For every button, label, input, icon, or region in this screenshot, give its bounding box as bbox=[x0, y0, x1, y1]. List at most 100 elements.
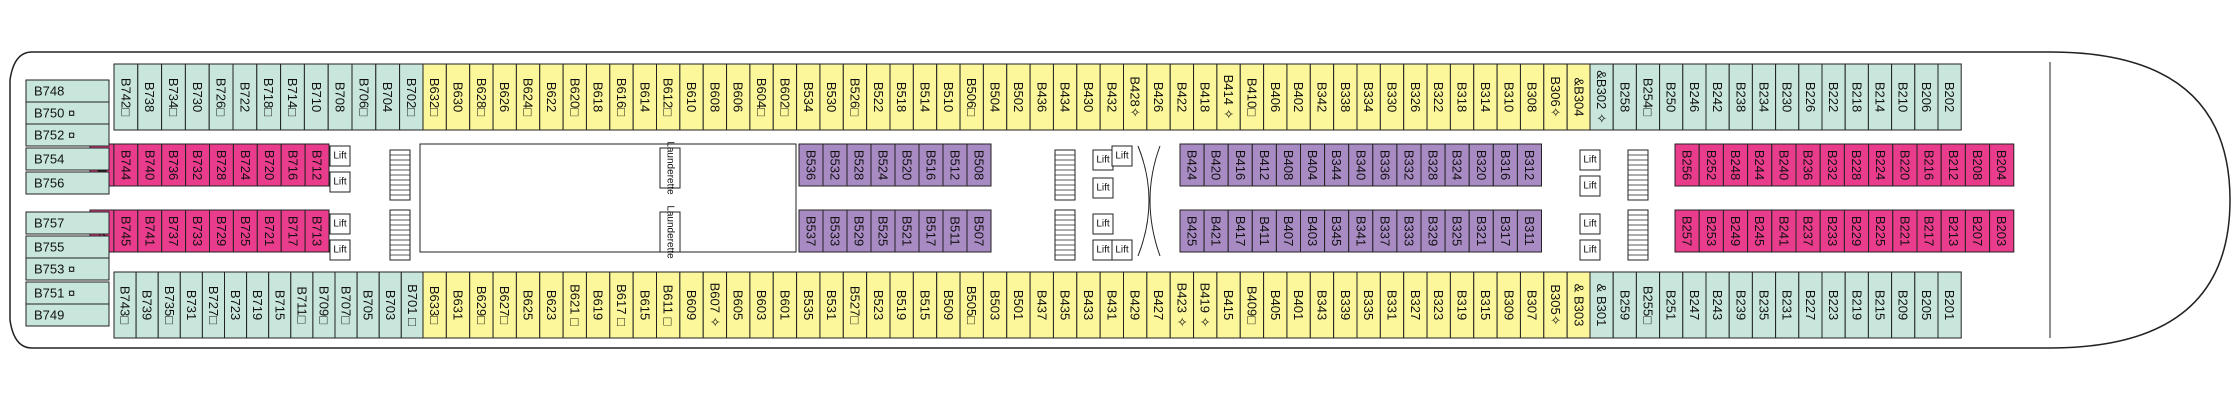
cabin-inner_bot_pink_b bbox=[1722, 209, 1749, 253]
cabin-label: B326 bbox=[1408, 82, 1423, 112]
cabin-label: B622 bbox=[544, 82, 559, 112]
cabin-label: B514 bbox=[918, 82, 933, 112]
cabin-label: B633□ bbox=[427, 286, 442, 324]
cabin-label: B319 bbox=[1455, 290, 1470, 320]
cabin-label: B203 bbox=[1994, 216, 2009, 246]
cabin-label: B435 bbox=[1058, 290, 1073, 320]
cabin-label: B721 bbox=[262, 216, 277, 246]
cabin-label: &B304 bbox=[1571, 77, 1586, 116]
cabin-label: B330 bbox=[1385, 82, 1400, 112]
atrium-curve bbox=[1137, 145, 1150, 257]
cabin-label: B506□ bbox=[964, 78, 979, 116]
cabin-label: B628□ bbox=[474, 78, 489, 116]
cabin-label: B343 bbox=[1314, 290, 1329, 320]
cabin-label: B310 bbox=[1501, 82, 1516, 112]
cabin-inner_top_purple_a bbox=[966, 143, 992, 187]
cabin-inner_top_purple_a bbox=[870, 143, 896, 187]
cabin-inner_top_pink_b bbox=[1771, 143, 1797, 187]
lift-label: Lift bbox=[333, 219, 347, 230]
cabin-inner_bot_pink_b bbox=[1868, 209, 1894, 253]
cabin-label: B411 bbox=[1257, 216, 1272, 245]
cabin-label: B245 bbox=[1752, 216, 1767, 246]
lift bbox=[1092, 177, 1114, 199]
cabin-label: B523 bbox=[871, 290, 886, 320]
cabin-label: B240 bbox=[1776, 150, 1791, 180]
cabin-label: B716 bbox=[286, 150, 301, 180]
cabin-label: B527□ bbox=[847, 286, 862, 324]
cabin-label: B604□ bbox=[754, 78, 769, 116]
cabin-label: B244 bbox=[1752, 150, 1767, 180]
cabin-label: B631 bbox=[451, 290, 466, 320]
cabin-label: B738 bbox=[142, 82, 157, 112]
lift bbox=[329, 239, 351, 261]
cabin-label: B217 bbox=[1922, 216, 1937, 246]
cabin-label: B742□ bbox=[118, 78, 133, 116]
lift bbox=[1579, 175, 1601, 197]
cabin-label: B436 bbox=[1034, 82, 1049, 112]
cabin-inner_top_purple_b bbox=[1516, 143, 1543, 187]
stern-cabin-label: B751 ¤ bbox=[34, 286, 75, 301]
lift bbox=[1579, 213, 1601, 235]
cabin-label: B332 bbox=[1401, 150, 1416, 180]
cabin-label: B607 ✧ bbox=[707, 283, 722, 328]
cabin-label: B322 bbox=[1431, 82, 1446, 112]
cabin-label: B320 bbox=[1474, 150, 1489, 180]
cabin-inner_bot_pink_b bbox=[1795, 209, 1821, 253]
cabin-label: B257 bbox=[1680, 216, 1695, 246]
cabin-label: B306✧ bbox=[1548, 76, 1563, 117]
cabin-label: B615 bbox=[637, 290, 652, 320]
cabin-label: B247 bbox=[1687, 290, 1702, 320]
cabin-label: B410□ bbox=[1244, 78, 1259, 116]
cabin-inner_bot_pink_b bbox=[1964, 209, 1991, 253]
stern-cabin bbox=[25, 211, 110, 235]
cabin-inner_top_pink_a bbox=[304, 143, 330, 187]
cabin-label: B601 bbox=[777, 290, 792, 320]
cabin-label: B223 bbox=[1826, 290, 1841, 320]
cabin-label: B312 bbox=[1522, 150, 1537, 180]
cabin-label: B339 bbox=[1338, 290, 1353, 320]
lift-label: Lift bbox=[1583, 181, 1597, 192]
cabin-inner_top_purple_a bbox=[942, 143, 968, 187]
cabin-label: B521 bbox=[900, 216, 915, 246]
cabin-label: B401 bbox=[1291, 290, 1306, 320]
cabin-label: B412 bbox=[1257, 150, 1272, 180]
cabin-label: B307 bbox=[1525, 290, 1540, 320]
cabin-label: B324 bbox=[1450, 150, 1465, 180]
cabin-inner_bot_purple_b bbox=[1203, 209, 1229, 253]
cabin-label: B406 bbox=[1268, 82, 1283, 112]
cabin-inner_bot_purple_b bbox=[1179, 209, 1205, 253]
cabin-label: B425 bbox=[1185, 216, 1200, 246]
cabin-label: B337 bbox=[1377, 216, 1392, 246]
cabin-label: B229 bbox=[1849, 216, 1864, 246]
cabin-label: B226 bbox=[1803, 82, 1818, 112]
cabin-label: B258 bbox=[1617, 82, 1632, 112]
cabin-label: B206 bbox=[1919, 82, 1934, 112]
cabin-inner_top_pink_b bbox=[1819, 143, 1845, 187]
cabin-inner_top_pink_b bbox=[1940, 143, 1966, 187]
cabin-label: B612□ bbox=[661, 78, 676, 116]
cabin-label: B735□ bbox=[162, 286, 177, 324]
stern-cabin-label: B749 bbox=[34, 308, 64, 323]
cabin-label: B719 bbox=[250, 290, 265, 320]
cabin-label: B252 bbox=[1704, 150, 1719, 180]
cabin-inner_top_purple_a bbox=[846, 143, 872, 187]
stern-cabin-label: B748 bbox=[34, 84, 64, 99]
cabin-label: B743□ bbox=[118, 286, 133, 324]
cabin-label: B516 bbox=[924, 150, 939, 180]
cabin-label: B345 bbox=[1329, 216, 1344, 246]
lift-label: Lift bbox=[1583, 245, 1597, 256]
lift-label: Lift bbox=[1583, 219, 1597, 230]
stern-cabin-label: B752 ¤ bbox=[34, 128, 75, 143]
lift-label: Lift bbox=[1096, 155, 1110, 166]
cabin-inner_bot_purple_b bbox=[1324, 209, 1350, 253]
lift-label: Lift bbox=[333, 177, 347, 188]
cabin-label: B405 bbox=[1268, 290, 1283, 320]
cabin-label: B228 bbox=[1849, 150, 1864, 180]
cabin-label: B532 bbox=[828, 150, 843, 180]
cabin-label: B619 bbox=[591, 290, 606, 320]
cabin-label: B340 bbox=[1353, 150, 1368, 180]
cabin-label: B210 bbox=[1896, 82, 1911, 112]
cabin-inner_bot_purple_b bbox=[1492, 209, 1518, 253]
